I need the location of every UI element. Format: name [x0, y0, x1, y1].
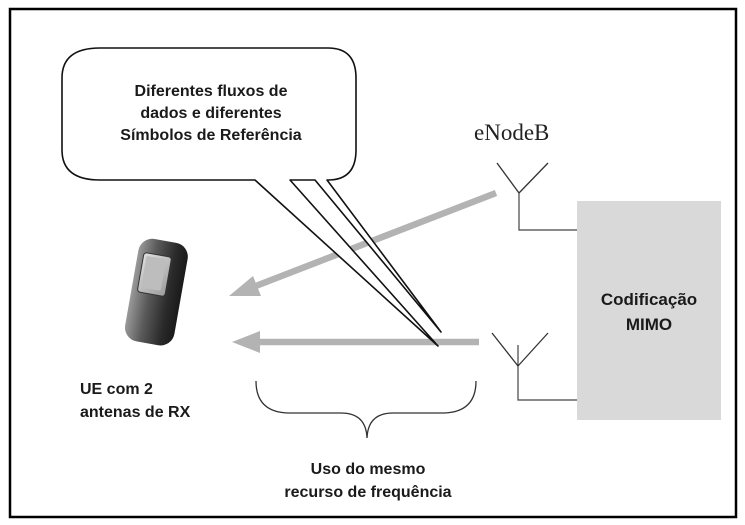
phone-icon — [124, 238, 188, 346]
antenna-top-icon — [496, 162, 549, 194]
ue-label-line1: UE com 2 — [80, 381, 153, 398]
mimo-label-line1: Codificação — [601, 290, 697, 309]
callout-bubble — [61, 47, 442, 347]
brace-label-line1: Uso do mesmo — [311, 461, 426, 478]
mimo-label-line2: MIMO — [626, 315, 672, 334]
brace-label-line2: recurso de frequência — [284, 484, 451, 501]
antenna-feed-bottom — [517, 345, 577, 401]
curly-brace — [255, 380, 477, 439]
callout-line3: Símbolos de Referência — [120, 127, 301, 144]
enodeb-label: eNodeB — [474, 120, 549, 145]
antenna-bottom-icon — [491, 332, 549, 367]
signal-arrow-lower — [232, 331, 479, 353]
callout-line2: dados e diferentes — [140, 105, 281, 122]
antenna-feed-top — [518, 193, 577, 231]
ue-label-line2: antenas de RX — [80, 404, 191, 421]
mimo-encoder-box — [577, 201, 721, 420]
callout-line1: Diferentes fluxos de — [135, 83, 288, 100]
